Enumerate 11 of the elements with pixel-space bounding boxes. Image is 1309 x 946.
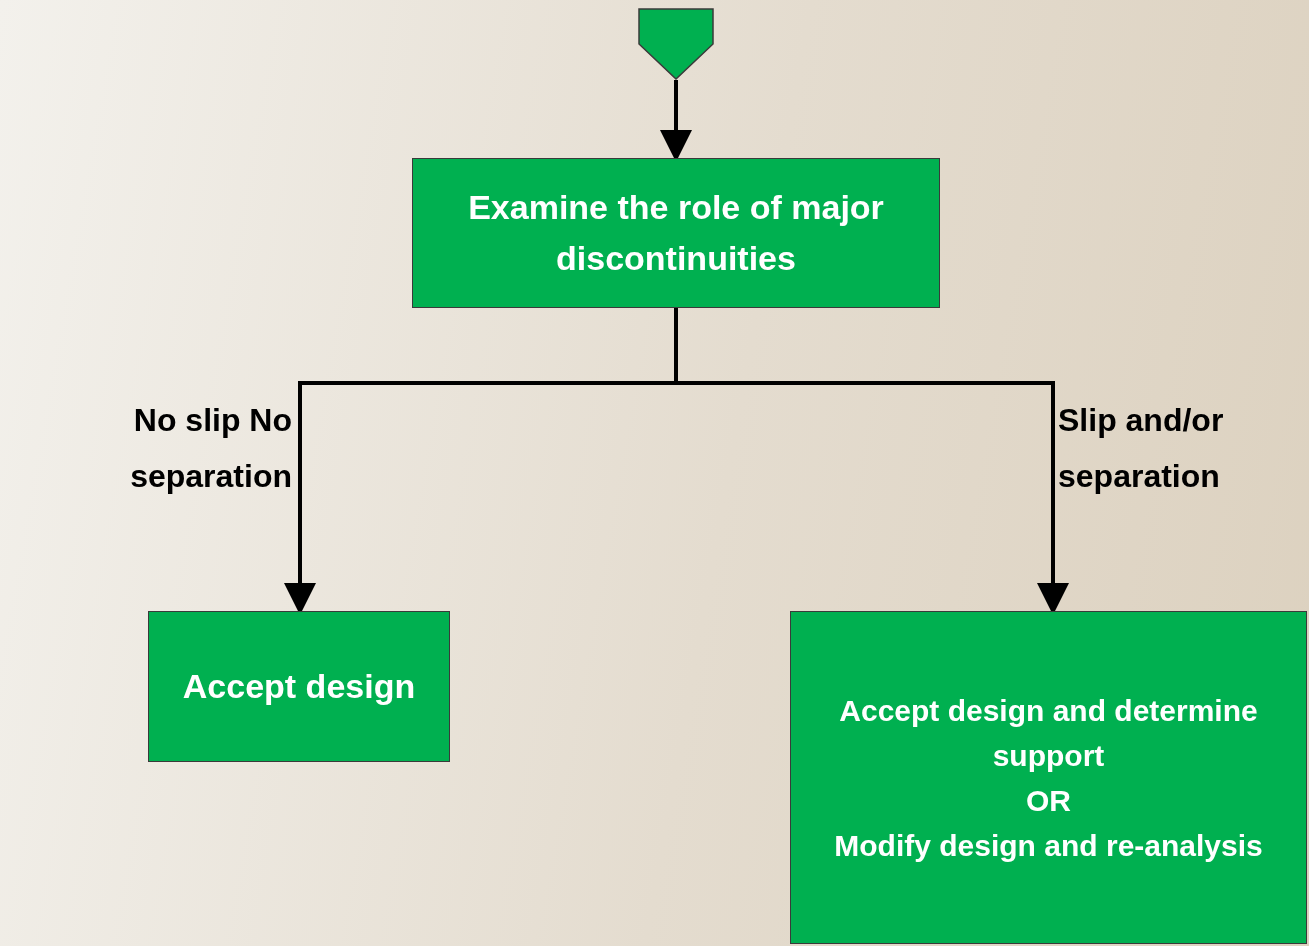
- process-box: [412, 158, 940, 308]
- box-text: Accept design and determine support: [838, 692, 1259, 774]
- process-box: [790, 611, 1307, 944]
- box-text: Accept design: [182, 666, 416, 707]
- box-text: OR: [1026, 782, 1071, 819]
- edge-label: No slip No separation: [129, 401, 292, 496]
- box-text: Modify design and re-analysis: [834, 827, 1263, 864]
- off-page-connector: [638, 8, 714, 80]
- edge-label: Slip and/or separation: [1058, 401, 1225, 496]
- box-text: Examine the role of major discontinuities: [467, 187, 885, 279]
- process-box: [148, 611, 450, 762]
